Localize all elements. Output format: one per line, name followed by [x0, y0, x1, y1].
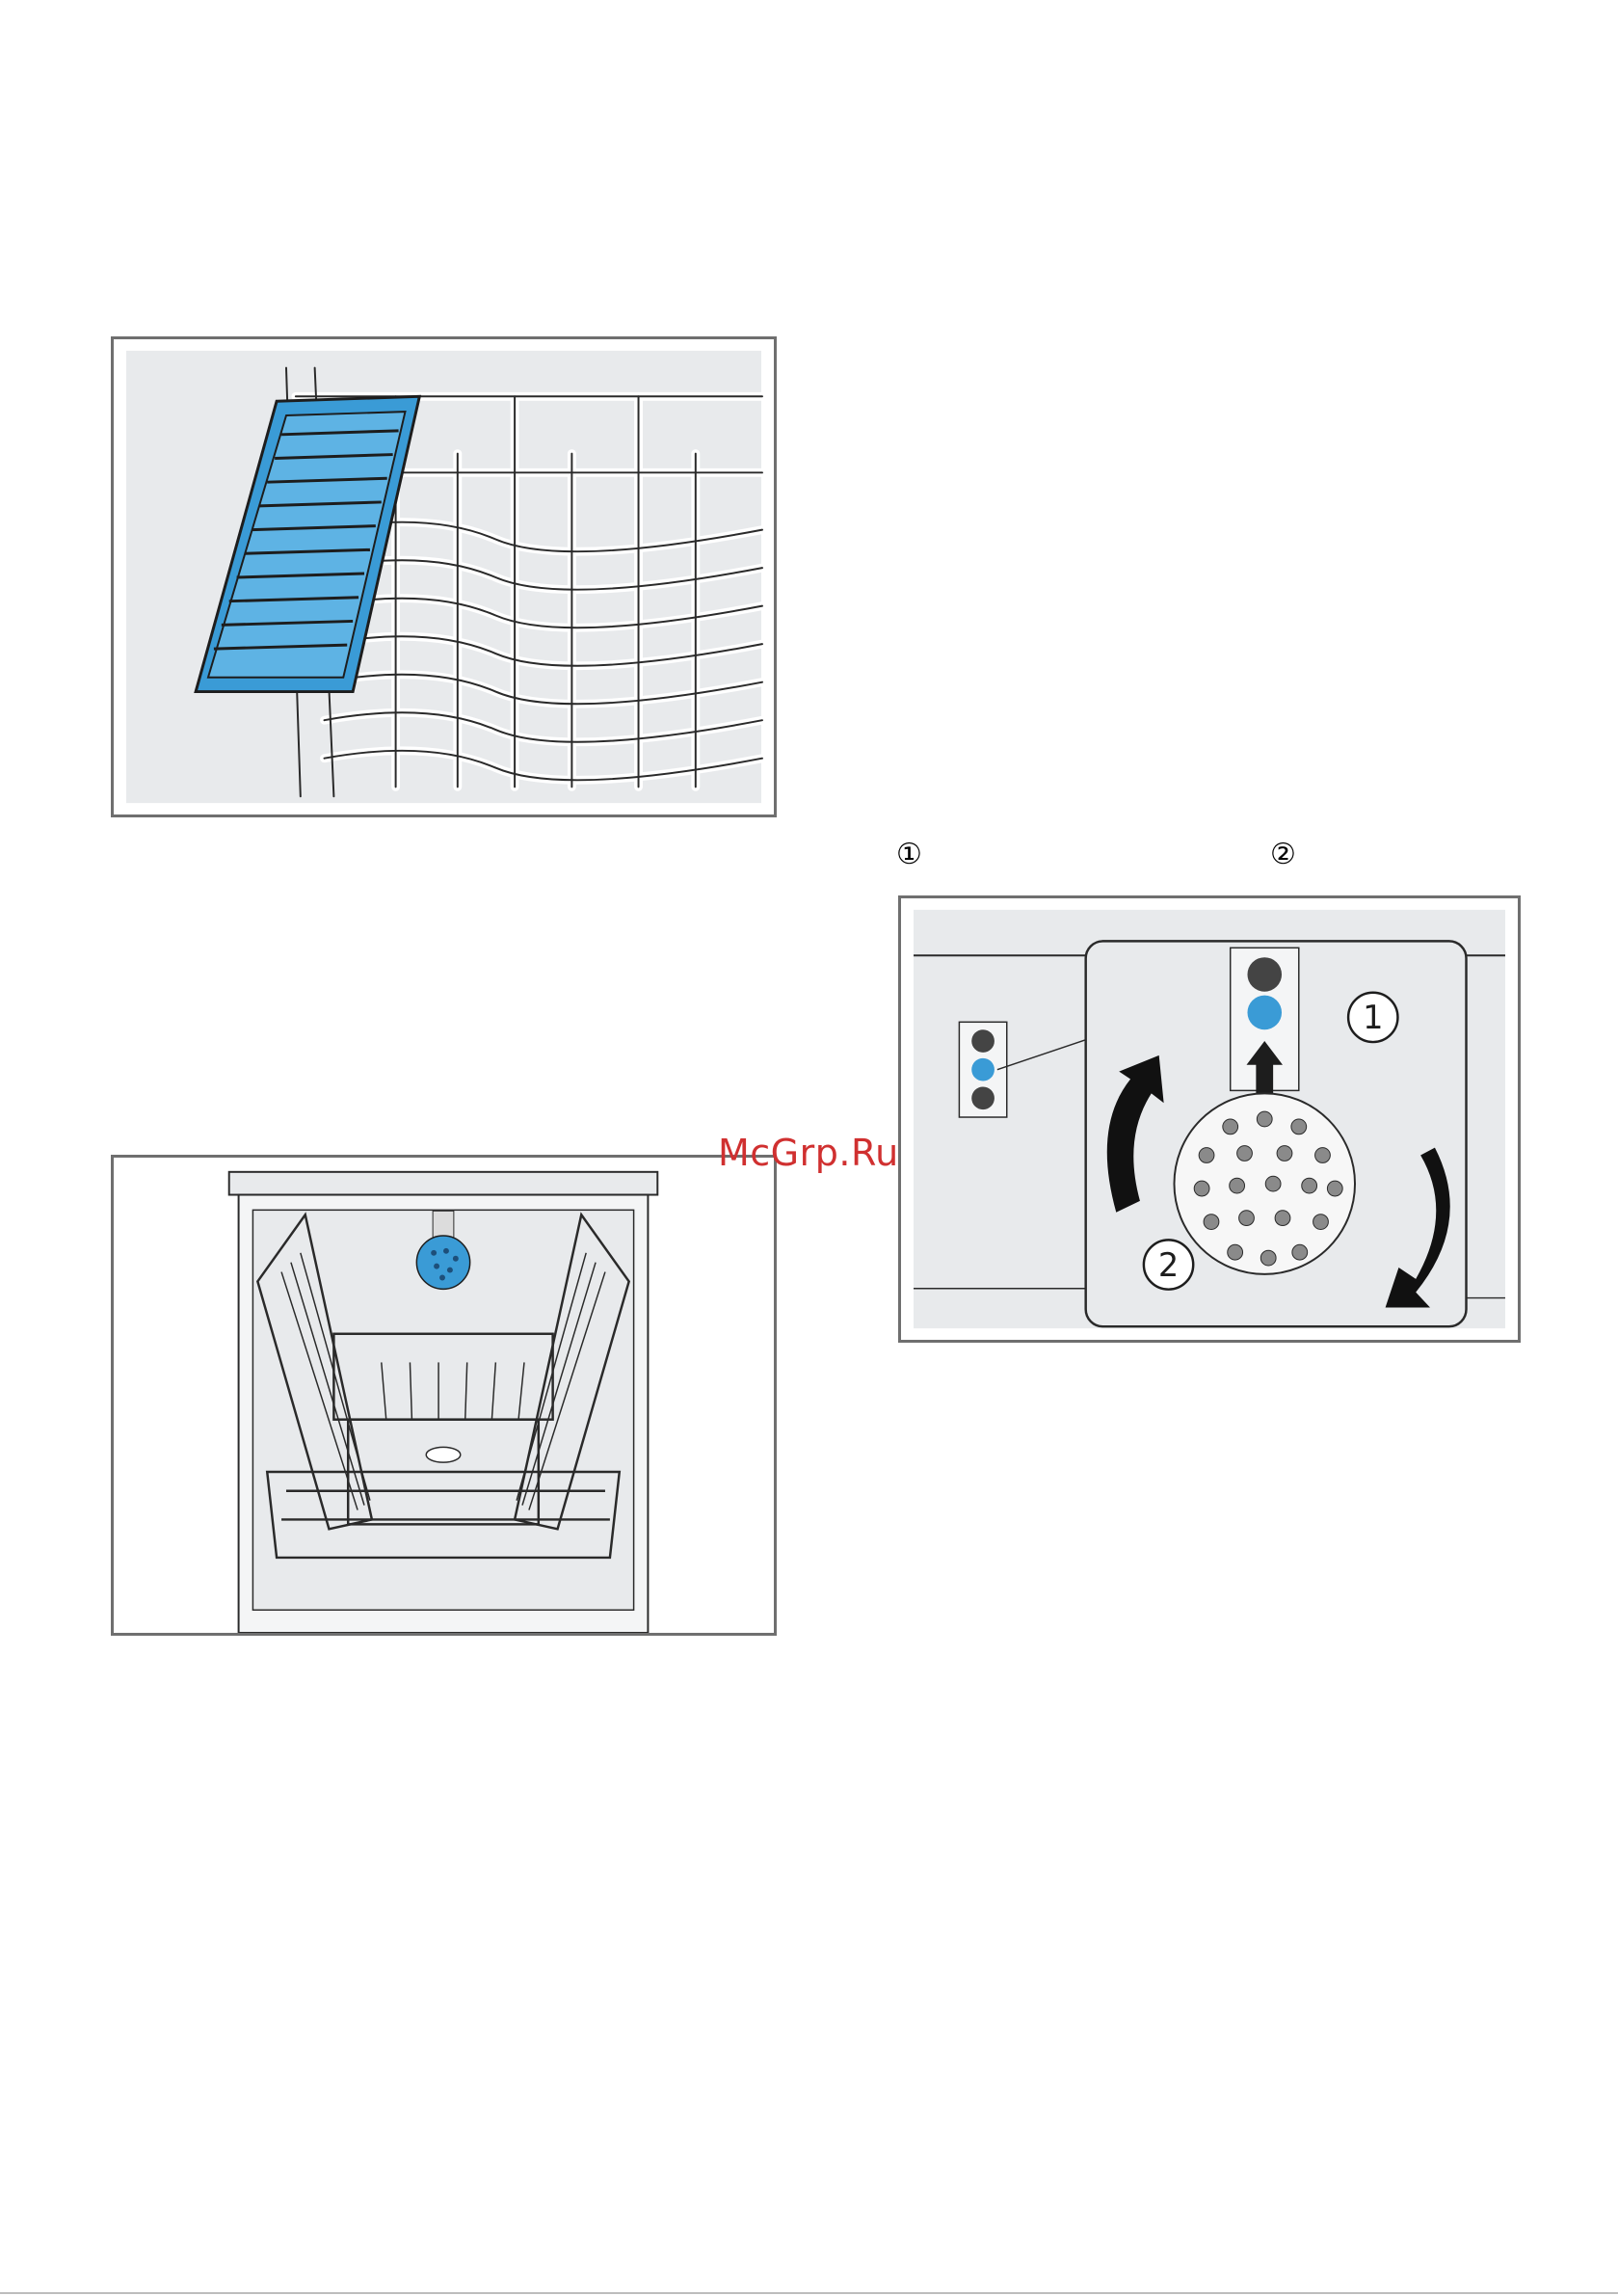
dishwasher-interior-figure: [111, 1155, 777, 1636]
spray-arm-holder-small: [959, 1022, 1006, 1117]
zoom-callout: 1 2: [1086, 941, 1467, 1326]
svg-text:2: 2: [1158, 1246, 1179, 1284]
cutlery-basket-figure: [111, 336, 777, 817]
spray-arm-figure: 1 2: [898, 895, 1521, 1343]
step-marker-2: ②: [1270, 841, 1296, 869]
dishwasher-interior-illustration: [114, 1158, 774, 1633]
cutlery-basket-illustration: [114, 339, 774, 814]
spray-arm-nozzle-illustration: 1 2: [901, 898, 1518, 1340]
callout-circle-1: 1: [1348, 993, 1397, 1042]
svg-text:1: 1: [1363, 999, 1383, 1036]
spray-wheel: [1174, 1093, 1355, 1274]
callout-circle-2: 2: [1144, 1240, 1193, 1289]
footer-rule: [0, 2292, 1618, 2294]
step-marker-1: ①: [896, 841, 922, 869]
watermark: McGrp.Ru: [718, 1132, 899, 1174]
